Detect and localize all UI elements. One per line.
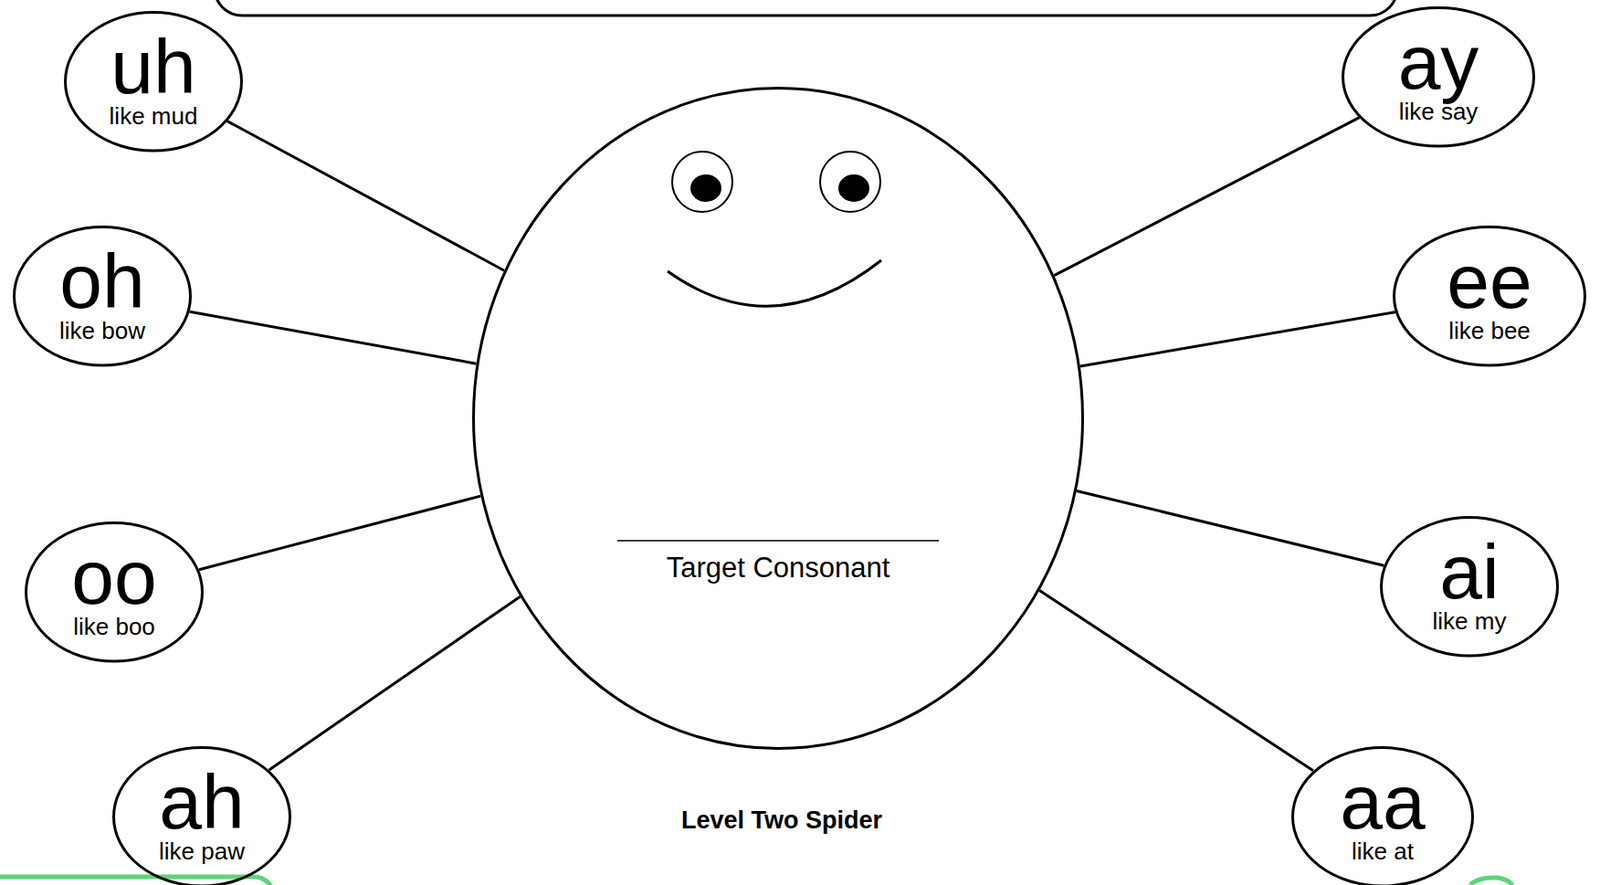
smile: [667, 260, 882, 306]
spider-leg: [269, 596, 521, 770]
example-word: like at: [1351, 838, 1414, 865]
eye: [820, 151, 881, 212]
target-label: Target Consonant: [666, 550, 891, 585]
spider-leg: [1039, 590, 1314, 771]
spider-body: Target Consonant: [472, 86, 1085, 750]
ellipse-outline: [473, 88, 1084, 749]
example-word: like paw: [158, 838, 245, 865]
example-word: like my: [1432, 608, 1507, 635]
ellipse-outline: [1343, 7, 1535, 147]
vowel-leg: ohlike bow: [12, 225, 192, 368]
spider-leg: [1080, 312, 1396, 367]
ellipse-outline: [65, 11, 243, 151]
spider-leg: [1076, 490, 1384, 566]
example-word: like boo: [73, 613, 156, 641]
ellipse-outline: [26, 522, 203, 662]
ellipse-outline: [1293, 747, 1474, 885]
green-frame: [1470, 877, 1513, 885]
example-word: like bee: [1448, 317, 1531, 345]
vowel-sound: ee: [1446, 248, 1532, 315]
vowel-leg: ah like paw: [112, 746, 292, 885]
blank-line: [617, 539, 939, 542]
vowel-sound: oh: [59, 248, 145, 315]
spider-leg: [189, 311, 477, 364]
spider-leg: [199, 495, 481, 570]
vowel-leg: uh like mud: [63, 10, 243, 153]
vowel-leg: eelike bee: [1392, 225, 1587, 368]
vowel-leg: oolike boo: [24, 521, 204, 664]
vowel-leg: ay like say: [1341, 6, 1536, 148]
vowel-sound: aa: [1339, 768, 1425, 835]
vowel-sound: ai: [1439, 538, 1499, 605]
vowel-sound: uh: [110, 33, 196, 100]
example-word: like mud: [109, 103, 199, 130]
ellipse-outline: [114, 747, 291, 885]
ellipse-outline: [472, 86, 1085, 750]
example-word: like say: [1399, 98, 1479, 126]
vowel-leg: aa like at: [1291, 746, 1474, 885]
vowel-sound: ay: [1398, 29, 1480, 95]
eye: [672, 151, 733, 212]
ellipse-outline: [14, 226, 191, 366]
ellipse-outline: [1381, 516, 1558, 656]
vowel-sound: ah: [158, 768, 244, 835]
top-frame: [214, 0, 1398, 16]
spider-leg: [227, 121, 505, 272]
example-word: like bow: [59, 317, 146, 345]
ellipse-outline: [1394, 226, 1586, 366]
caption: Level Two Spider: [681, 806, 883, 835]
pupil: [690, 174, 722, 202]
vowel-sound: oo: [71, 544, 157, 611]
spider-leg: [1053, 117, 1359, 276]
pupil: [838, 174, 870, 202]
vowel-leg: ai like my: [1379, 515, 1559, 658]
